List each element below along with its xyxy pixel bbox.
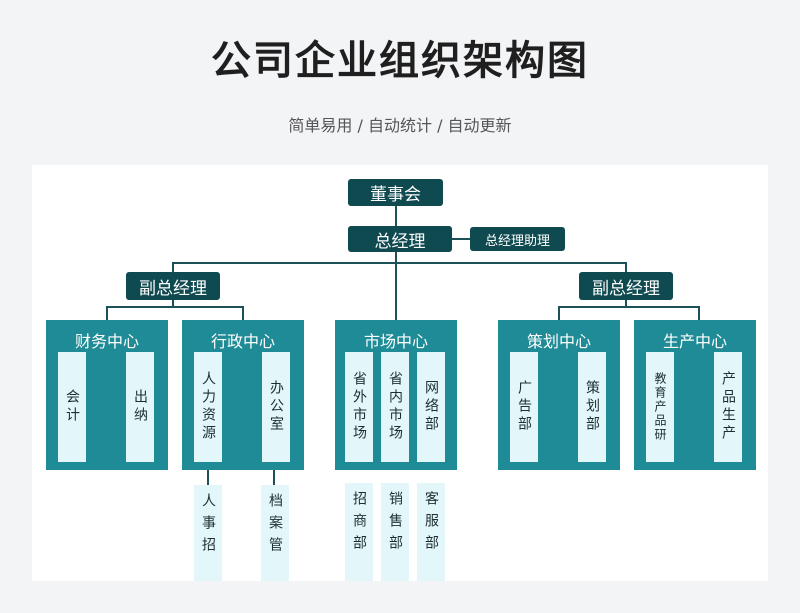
connector-hr-sub — [207, 467, 209, 485]
connector-right-dept1-drop — [558, 306, 560, 320]
subunit-service: 客服部 — [417, 483, 445, 581]
connector-right-horizontal — [558, 306, 700, 308]
dept-finance: 财务中心 会计 出纳 — [46, 320, 168, 470]
unit-product-manufacture-label: 产品生产 — [720, 371, 736, 443]
subunit-archives: 档案管 — [261, 485, 289, 581]
unit-in-province: 省内市场 — [381, 352, 409, 462]
unit-hr: 人力资源 — [194, 352, 222, 462]
unit-network: 网络部 — [417, 352, 445, 462]
subunit-sales-label: 销售部 — [387, 491, 403, 557]
unit-out-province-label: 省外市场 — [351, 371, 367, 443]
subunit-personnel-label: 人事招 — [200, 493, 216, 559]
dept-admin: 行政中心 人力资源 办公室 — [182, 320, 304, 470]
general-manager-node: 总经理 — [348, 226, 452, 252]
unit-office-label: 办公室 — [268, 380, 284, 434]
connector-vp-left-drop — [172, 262, 174, 272]
unit-in-province-label: 省内市场 — [387, 371, 403, 443]
subunit-investment: 招商部 — [345, 483, 373, 581]
org-chart-panel: 董事会 总经理 总经理助理 副总经理 副总经理 财务中心 会计 出纳 行政中心 … — [32, 165, 768, 581]
dept-production: 生产中心 教育产品研 产品生产 — [634, 320, 756, 470]
connector-left-horizontal — [106, 306, 244, 308]
unit-advertising: 广告部 — [510, 352, 538, 462]
dept-admin-title: 行政中心 — [210, 332, 275, 351]
dept-planning-title: 策划中心 — [526, 332, 591, 351]
connector-right-dept2-drop — [698, 306, 700, 320]
connector-gm-trunk — [395, 251, 397, 321]
dept-finance-title: 财务中心 — [74, 332, 139, 351]
unit-office: 办公室 — [262, 352, 290, 462]
dept-planning: 策划中心 广告部 策划部 — [498, 320, 620, 470]
dept-production-title: 生产中心 — [662, 332, 727, 351]
unit-product-manufacture: 产品生产 — [714, 352, 742, 462]
dept-marketing: 市场中心 省外市场 省内市场 网络部 — [335, 320, 457, 470]
page-subtitle: 简单易用 / 自动统计 / 自动更新 — [288, 116, 512, 135]
connector-left-dept2-drop — [242, 306, 244, 320]
subunit-sales: 销售部 — [381, 483, 409, 581]
dept-marketing-title: 市场中心 — [363, 332, 428, 351]
board-node: 董事会 — [348, 179, 443, 206]
subunit-archives-label: 档案管 — [267, 493, 283, 559]
unit-accounting: 会计 — [58, 352, 86, 462]
subunit-service-label: 客服部 — [423, 491, 439, 557]
unit-cashier: 出纳 — [126, 352, 154, 462]
page-title: 公司企业组织架构图 — [211, 38, 589, 84]
vp-right-node: 副总经理 — [579, 272, 673, 300]
unit-product-research: 教育产品研 — [646, 352, 674, 462]
unit-cashier-label: 出纳 — [132, 389, 148, 425]
subunit-investment-label: 招商部 — [351, 491, 367, 557]
unit-advertising-label: 广告部 — [516, 380, 532, 434]
gm-assistant-node: 总经理助理 — [470, 227, 565, 251]
connector-board-gm — [395, 205, 397, 227]
connector-office-sub — [273, 467, 275, 485]
connector-left-depts — [172, 299, 174, 307]
connector-gm-assistant — [452, 238, 470, 240]
unit-network-label: 网络部 — [423, 380, 439, 434]
subunit-personnel: 人事招 — [194, 485, 222, 581]
connector-left-dept1-drop — [106, 306, 108, 320]
connector-right-depts — [625, 299, 627, 307]
vp-left-node: 副总经理 — [126, 272, 220, 300]
unit-out-province: 省外市场 — [345, 352, 373, 462]
unit-accounting-label: 会计 — [64, 389, 80, 425]
unit-planning: 策划部 — [578, 352, 606, 462]
connector-vp-right-drop — [625, 262, 627, 272]
unit-product-research-label: 教育产品研 — [653, 372, 667, 442]
unit-hr-label: 人力资源 — [200, 371, 216, 443]
connector-vp-horizontal — [172, 262, 627, 264]
unit-planning-label: 策划部 — [584, 380, 600, 434]
